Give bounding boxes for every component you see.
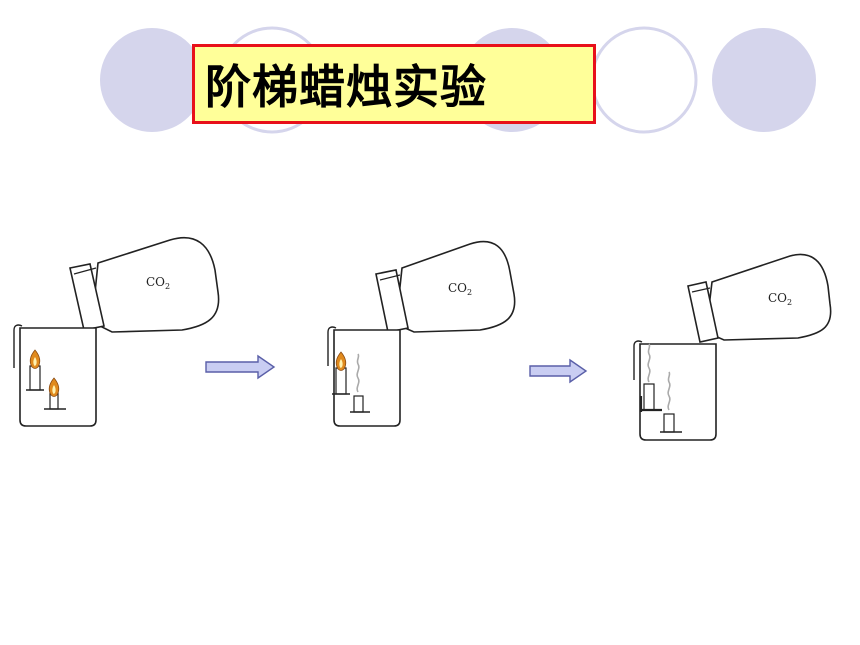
co2-label-2: CO2 xyxy=(448,281,472,297)
candle-high-1 xyxy=(26,349,44,391)
co2-label-3: CO2 xyxy=(768,291,792,307)
candle-low-3 xyxy=(660,371,682,433)
arrow-right-icon-1 xyxy=(205,354,276,380)
deco-circle-1 xyxy=(100,28,204,132)
stage-1: CO2 xyxy=(13,236,220,427)
candle-low-2 xyxy=(350,353,370,413)
candle-high-2 xyxy=(332,351,350,395)
candle-high-3 xyxy=(639,343,662,412)
stage-2: CO2 xyxy=(327,240,516,427)
title-box: 阶梯蜡烛实验 xyxy=(192,44,596,124)
page-title: 阶梯蜡烛实验 xyxy=(205,60,487,114)
co2-bottle-2: CO2 xyxy=(375,240,516,333)
candle-low-1 xyxy=(44,377,66,410)
arrow-right-icon-2 xyxy=(529,358,588,384)
co2-bottle-3: CO2 xyxy=(687,253,832,343)
deco-circle-5 xyxy=(712,28,816,132)
beaker-2 xyxy=(327,326,401,427)
beaker-3 xyxy=(633,340,717,441)
stage-3: CO2 xyxy=(633,253,832,441)
co2-bottle-1: CO2 xyxy=(69,236,220,333)
beaker-1 xyxy=(13,324,97,427)
co2-label-1: CO2 xyxy=(146,275,170,291)
